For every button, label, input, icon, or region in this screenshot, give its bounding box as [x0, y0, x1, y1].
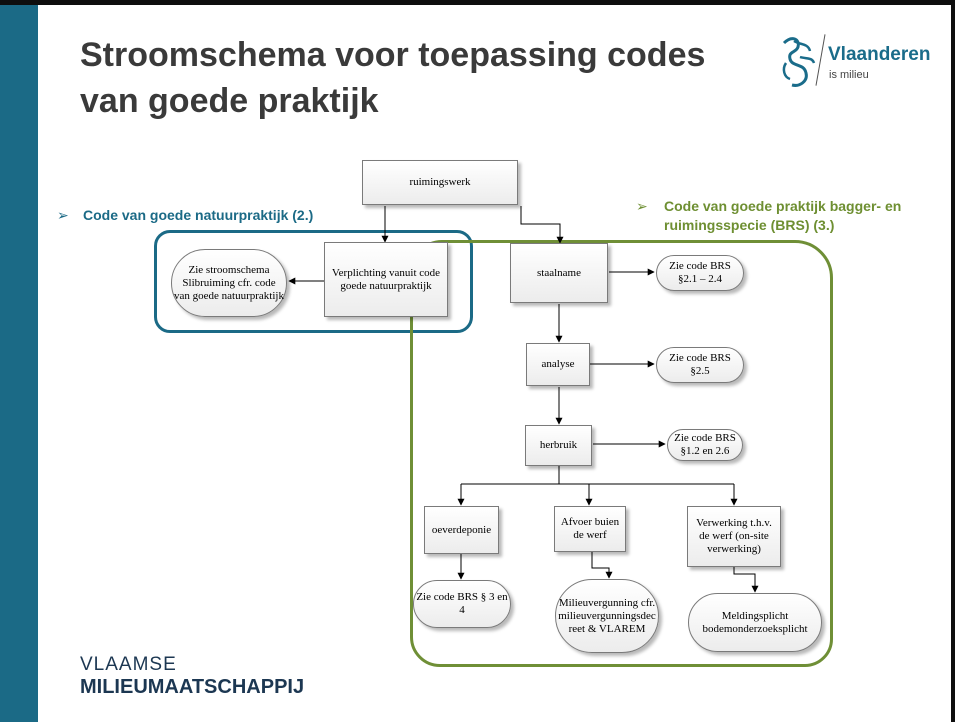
node-brs-staalname: Zie code BRS §2.1 – 2.4	[656, 255, 744, 291]
right-border	[951, 0, 955, 722]
org-name-line2: MILIEUMAATSCHAPPIJ	[80, 676, 305, 698]
node-meldingsplicht: Meldingsplicht bodemonderzoeksplicht	[688, 593, 822, 652]
node-verwerking: Verwerking t.h.v. de werf (on-site verwe…	[687, 506, 781, 567]
bullet-arrow-icon: ➢	[57, 207, 69, 223]
node-herbruik: herbruik	[525, 425, 592, 466]
section-brs: ➢ Code van goede praktijk bagger- en rui…	[636, 197, 936, 235]
logo-subtitle: is milieu	[829, 69, 869, 81]
connector	[591, 552, 613, 579]
connector	[733, 567, 759, 593]
node-brs-herbruik: Zie code BRS §1.2 en 2.6	[667, 429, 743, 461]
brs-region	[410, 240, 833, 667]
section-natuurpraktijk: ➢ Code van goede natuurpraktijk (2.)	[57, 206, 313, 225]
node-oeverdeponie: oeverdeponie	[424, 506, 499, 554]
section-brs-label-line2: ruimingsspecie (BRS) (3.)	[664, 217, 835, 233]
natuurpraktijk-region	[154, 230, 473, 333]
section-brs-label-line1: Code van goede praktijk bagger- en	[664, 198, 902, 214]
top-border	[0, 0, 955, 5]
node-analyse: analyse	[526, 343, 590, 386]
node-stroomschema: Zie stroomschema Slibruiming cfr. code v…	[171, 249, 287, 317]
connector	[520, 206, 564, 244]
sidebar-band	[0, 0, 38, 722]
slide-title: Stroomschema voor toepassing codes van g…	[80, 36, 706, 120]
node-staalname: staalname	[510, 243, 608, 303]
logo-name: Vlaanderen	[828, 44, 931, 65]
node-verplichting: Verplichting vanuit code goede natuurpra…	[324, 242, 448, 317]
bullet-arrow-icon: ➢	[636, 198, 648, 214]
node-brs-oever: Zie code BRS § 3 en 4	[413, 580, 511, 628]
lion-logo-icon	[782, 37, 816, 87]
node-brs-analyse: Zie code BRS §2.5	[656, 347, 744, 383]
org-name-line1: VLAAMSE	[80, 654, 177, 675]
node-afvoer: Afvoer buien de werf	[554, 506, 626, 552]
node-ruimingswerk: ruimingswerk	[362, 160, 518, 205]
node-milieuvergunning: Milieuvergunning cfr. milieuvergunningsd…	[555, 579, 659, 653]
section-natuurpraktijk-label: Code van goede natuurpraktijk (2.)	[83, 207, 314, 223]
